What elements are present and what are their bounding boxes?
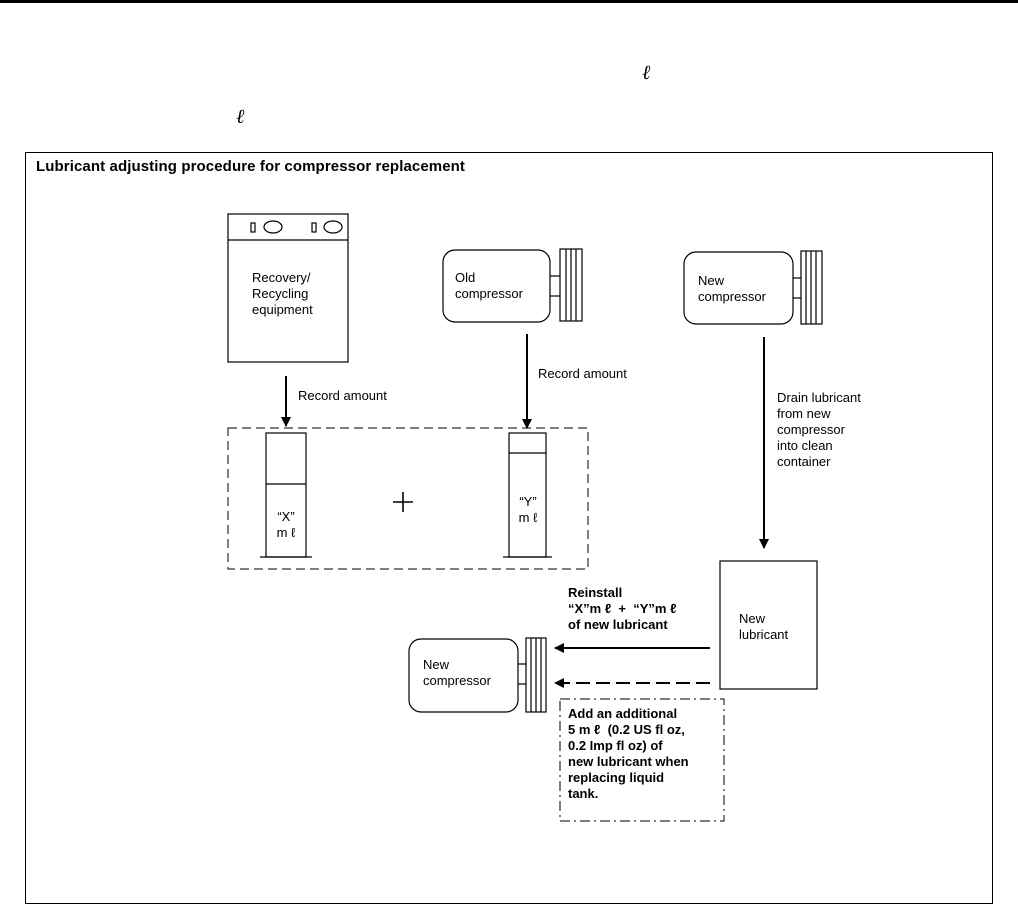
additional-note-box — [559, 698, 725, 822]
ell-symbol: ℓ — [642, 60, 651, 84]
cylinder-y-label: “Y” m ℓ — [518, 494, 538, 525]
recovery-equipment-label: Recovery/ Recycling equipment — [252, 270, 313, 317]
top-rule — [0, 0, 1018, 3]
drain-lubricant-label: Drain lubricant from new compressor into… — [777, 390, 861, 469]
recovery-equipment — [227, 213, 349, 363]
plus-sign — [393, 492, 413, 512]
old-compressor-label: Old compressor — [455, 270, 523, 301]
cylinder-x — [260, 432, 312, 558]
record-amount-label: Record amount — [298, 388, 387, 403]
diagram-frame — [25, 152, 993, 904]
cylinder-y — [503, 432, 552, 558]
measuring-group-box — [227, 427, 589, 570]
new-compressor-bottom-shape — [408, 637, 547, 713]
ell-symbol: ℓ — [236, 104, 245, 128]
record-amount-label: Record amount — [538, 366, 627, 381]
cylinder-x-label: “X” m ℓ — [276, 509, 296, 540]
old-compressor-shape — [442, 248, 583, 323]
new-compressor-bottom-label: New compressor — [423, 657, 491, 688]
new-compressor-top-label: New compressor — [698, 273, 766, 304]
new-lubricant-box — [719, 560, 818, 690]
new-lubricant-label: New lubricant — [739, 611, 789, 642]
new-compressor-top-shape — [683, 250, 823, 325]
additional-note-label: Add an additional 5 m ℓ (0.2 US fl oz, 0… — [568, 706, 689, 801]
diagram-title: Lubricant adjusting procedure for compre… — [36, 158, 466, 175]
reinstall-label: Reinstall “X”m ℓ + “Y”m ℓ of new lubrica… — [568, 585, 677, 632]
